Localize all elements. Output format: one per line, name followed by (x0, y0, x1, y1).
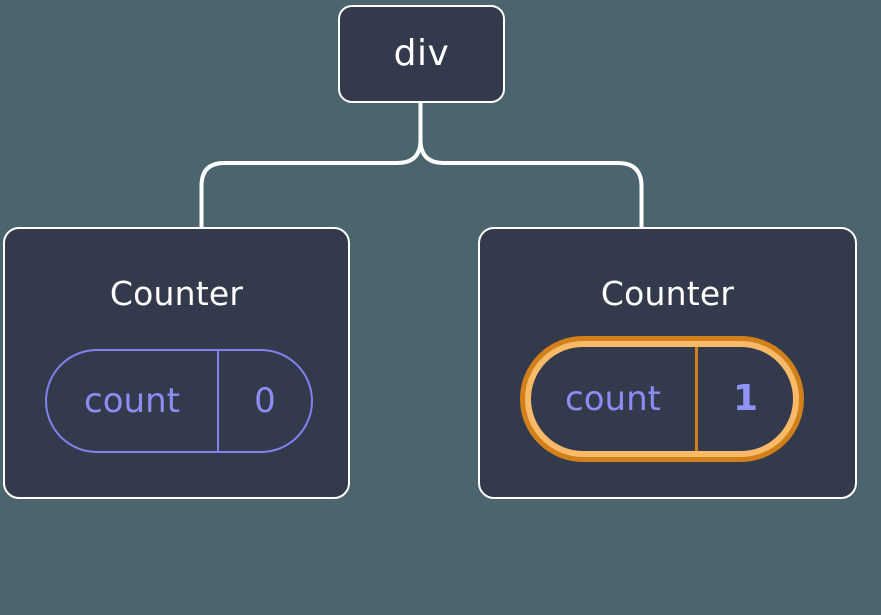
state-pill-value: 1 (732, 378, 759, 419)
pill-outer-ring (520, 336, 804, 462)
state-pill-key: count (47, 351, 219, 451)
pill-inner-ring: count 1 (525, 341, 799, 457)
counter-left-title: Counter (109, 274, 244, 313)
state-pill-count-left[interactable]: count 0 (45, 349, 313, 453)
node-counter-right[interactable]: Counter count 1 (478, 227, 857, 499)
node-div-label: div (393, 33, 450, 74)
diagram-canvas: div Counter count 0 Counter count 1 (3, 5, 857, 499)
node-div[interactable]: div (338, 5, 505, 103)
node-counter-left[interactable]: Counter count 0 (3, 227, 350, 499)
state-pill-value: 0 (254, 381, 276, 421)
state-pill-count-right-highlighted[interactable]: count 1 (520, 336, 804, 462)
state-pill-key: count (531, 347, 698, 451)
counter-right-title: Counter (600, 274, 735, 313)
